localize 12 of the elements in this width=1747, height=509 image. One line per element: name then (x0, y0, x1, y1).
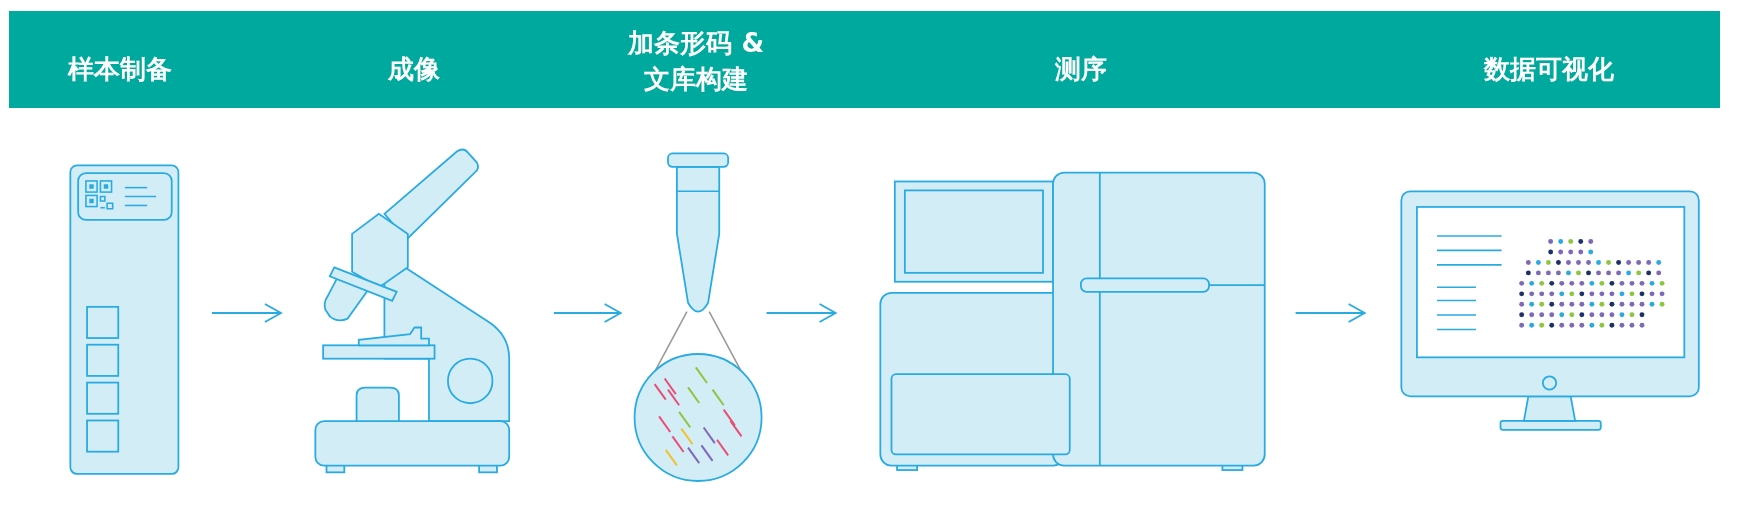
arrow (765, 303, 837, 323)
microscope-drawing (311, 147, 513, 474)
step-heading: 样本制备 (68, 53, 173, 86)
arrow (210, 303, 282, 323)
slide-drawing (66, 161, 182, 477)
step-heading: 数据可视化 (1483, 53, 1614, 86)
monitor-drawing (1398, 188, 1703, 434)
step-heading: 成像 (388, 53, 441, 86)
arrow (1294, 303, 1366, 323)
arrow (552, 303, 622, 323)
step-heading: 加条形码 & 文库构建 (626, 27, 766, 96)
step-heading: 测序 (1054, 53, 1107, 86)
